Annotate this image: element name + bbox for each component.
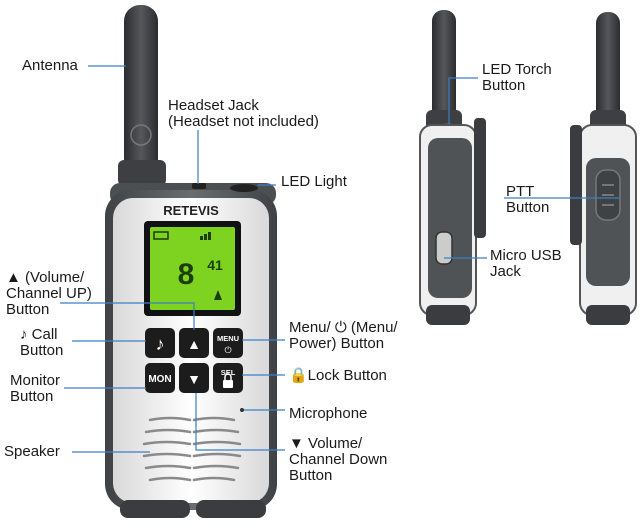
led-light (230, 184, 258, 192)
front-radio: RETEVIS 8 41 ♪ ▲ MENU ⏻ MON (105, 5, 277, 518)
headset-jack (192, 183, 206, 189)
signal-icon (200, 232, 211, 240)
label-call: ♪ Call Button (20, 326, 64, 359)
svg-text:MON: MON (148, 374, 171, 385)
lcd-screen (150, 227, 235, 310)
volume-down-key[interactable]: ▼ (179, 363, 209, 393)
belt-clip (474, 118, 486, 238)
svg-text:⏻: ⏻ (224, 345, 231, 355)
label-antenna: Antenna (22, 57, 78, 74)
svg-text:MENU: MENU (217, 334, 239, 343)
micro-usb-cover (435, 231, 453, 265)
label-headset-jack: Headset Jack (Headset not included) (168, 97, 319, 130)
svg-text:♪: ♪ (156, 334, 165, 354)
lcd-code: 41 (207, 257, 223, 273)
side-view-right (570, 12, 637, 325)
volume-up-key[interactable]: ▲ (179, 328, 209, 358)
belt-clip-rear (570, 125, 582, 245)
side-view-left (419, 10, 486, 325)
microphone-hole (240, 408, 244, 412)
padlock-icon (223, 380, 233, 388)
battery-icon (153, 231, 169, 240)
label-speaker: Speaker (4, 443, 60, 460)
svg-text:▲: ▲ (187, 336, 201, 352)
leader-lines (60, 65, 620, 453)
label-lock: 🔒Lock Button (289, 367, 387, 384)
monitor-key[interactable]: MON (145, 363, 175, 393)
label-led-torch: LED Torch Button (482, 61, 552, 94)
label-ptt: PTT Button (506, 183, 550, 216)
label-microphone: Microphone (289, 405, 368, 422)
label-monitor: Monitor Button (10, 372, 61, 405)
label-menu-power: Menu/ ⏻ (Menu/ Power) Button (289, 319, 398, 352)
call-key[interactable]: ♪ (145, 328, 175, 358)
svg-text:SEL: SEL (221, 368, 236, 377)
brand-logo: RETEVIS (163, 203, 219, 218)
label-micro-usb: Micro USB Jack (490, 247, 562, 280)
lcd-channel: 8 (178, 258, 195, 291)
sel-lock-key[interactable]: SEL (213, 363, 243, 393)
menu-power-key[interactable]: MENU ⏻ (213, 328, 243, 358)
antenna (124, 5, 158, 175)
svg-text:▼: ▼ (187, 371, 201, 387)
label-led-light: LED Light (281, 173, 347, 190)
label-volume-up: ▲ (Volume/ Channel UP) Button (6, 269, 92, 318)
speaker-grille (142, 416, 242, 482)
lock-indicator-icon (214, 290, 222, 300)
label-volume-down: ▼ Volume/ Channel Down Button (289, 435, 388, 484)
